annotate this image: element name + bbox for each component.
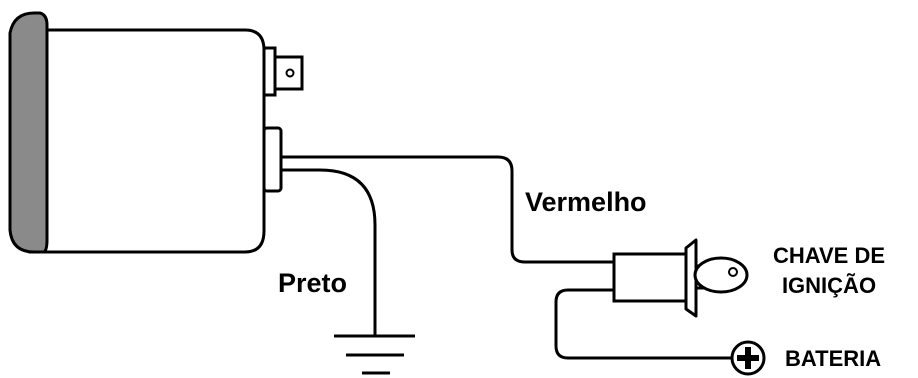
- switch-body: [612, 252, 688, 303]
- battery-label: BATERIA: [785, 346, 881, 371]
- ignition-label-line2: IGNIÇÃO: [782, 273, 876, 298]
- key-icon: [693, 256, 749, 294]
- terminal-base: [262, 46, 277, 97]
- ground-symbol-icon: [334, 334, 415, 375]
- battery-plus-icon: [730, 340, 766, 376]
- gauge-housing: [8, 11, 266, 254]
- spade-terminal: [262, 46, 304, 97]
- black-wire-label: Preto: [278, 268, 347, 298]
- battery-wire: [554, 288, 731, 360]
- gauge-body: [28, 28, 266, 254]
- switch-flange: [684, 238, 698, 318]
- ignition-switch: [612, 238, 698, 318]
- ignition-label-line1: CHAVE DE: [773, 243, 885, 268]
- wire-connector: [262, 126, 283, 193]
- red-wire: [281, 155, 614, 264]
- terminal-blade: [273, 55, 304, 91]
- terminal-hole: [285, 68, 295, 78]
- red-wire-label: Vermelho: [525, 187, 647, 217]
- gauge-bezel: [8, 11, 49, 254]
- black-wire: [281, 168, 377, 335]
